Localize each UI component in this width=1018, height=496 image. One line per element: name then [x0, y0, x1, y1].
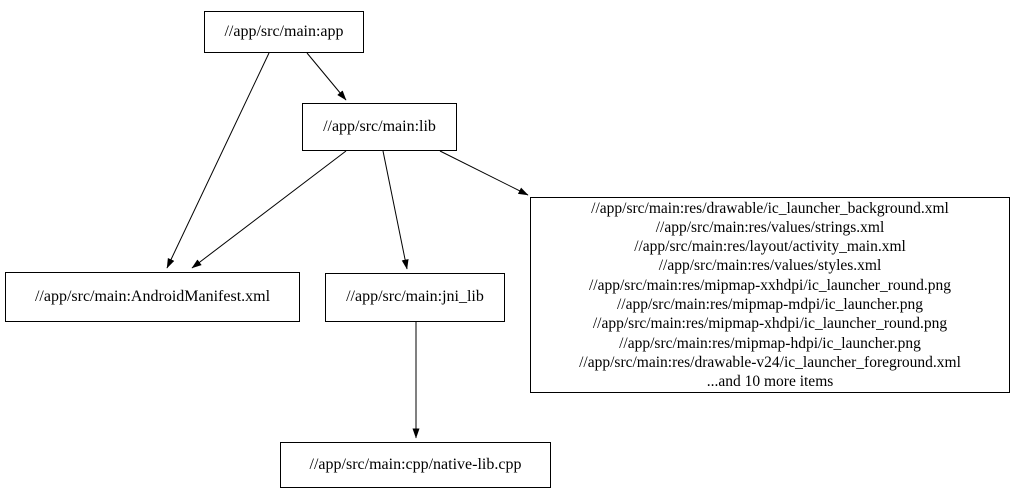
edge-lib-to-resources [439, 150, 529, 196]
edge-app-to-manifest [166, 52, 270, 269]
resource-item: //app/src/main:res/values/strings.xml [655, 218, 885, 236]
resource-item: //app/src/main:res/drawable/ic_launcher_… [591, 199, 949, 217]
node-app: //app/src/main:app [204, 11, 364, 53]
node-jni-lib-label: //app/src/main:jni_lib [346, 288, 484, 306]
resource-item: //app/src/main:res/mipmap-mdpi/ic_launch… [616, 296, 924, 313]
edge-lib-to-manifest [191, 150, 347, 269]
edge-app-to-lib [306, 52, 347, 101]
node-lib: //app/src/main:lib [302, 103, 457, 151]
node-android-manifest-label: //app/src/main:AndroidManifest.xml [34, 287, 271, 305]
node-app-label: //app/src/main:app [224, 22, 344, 40]
node-android-manifest: //app/src/main:AndroidManifest.xml [5, 272, 300, 322]
resource-item: //app/src/main:res/drawable-v24/ic_launc… [579, 353, 961, 371]
node-native-lib-cpp-label: //app/src/main:cpp/native-lib.cpp [309, 455, 522, 473]
resource-item: //app/src/main:res/mipmap-hdpi/ic_launch… [619, 334, 921, 352]
node-native-lib-cpp: //app/src/main:cpp/native-lib.cpp [280, 442, 551, 488]
node-resources-group: //app/src/main:res/drawable/ic_launcher_… [530, 197, 1010, 393]
resource-items-overflow: ...and 10 more items [706, 373, 834, 391]
resource-item: //app/src/main:res/mipmap-xxhdpi/ic_laun… [588, 276, 951, 294]
node-lib-label: //app/src/main:lib [323, 117, 436, 135]
resource-item: //app/src/main:res/mipmap-xhdpi/ic_launc… [592, 315, 948, 333]
edge-lib-to-jni-lib [382, 150, 409, 270]
resource-item: //app/src/main:res/values/styles.xml [658, 257, 882, 275]
resource-item: //app/src/main:res/layout/activity_main.… [634, 238, 906, 256]
node-jni-lib: //app/src/main:jni_lib [325, 273, 505, 322]
